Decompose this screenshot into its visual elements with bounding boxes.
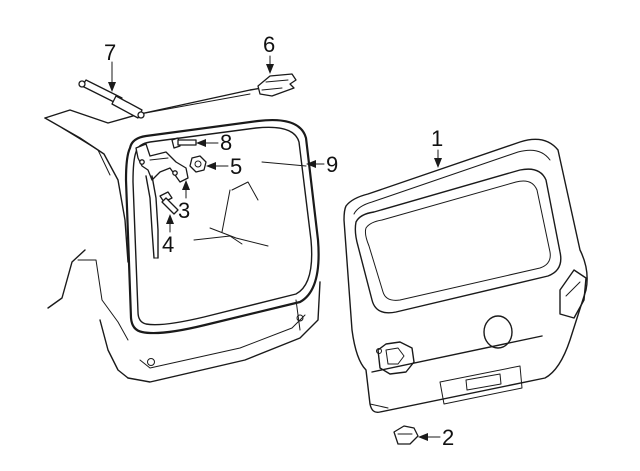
callout-1: 1: [431, 126, 443, 151]
callout-8: 8: [220, 130, 232, 155]
callout-4: 4: [162, 232, 174, 257]
callout-2: 2: [442, 425, 454, 450]
callout-3: 3: [178, 198, 190, 223]
leader-arrows: [108, 55, 442, 441]
callout-5: 5: [230, 154, 242, 179]
liftgate: [343, 138, 588, 414]
callout-7: 7: [104, 40, 116, 65]
vehicle-body: [44, 86, 321, 383]
callout-9: 9: [326, 152, 338, 177]
support-strut: [78, 79, 145, 119]
liftgate-nut: [393, 425, 419, 445]
hinge-nut: [189, 155, 207, 173]
callout-labels: 7 6 8 5 9 3 4 1 2: [104, 32, 454, 450]
hinge-bolt: [159, 191, 179, 215]
hinge: [135, 143, 189, 259]
strut-bolt: [171, 137, 197, 149]
callout-6: 6: [263, 32, 275, 57]
bracket: [257, 73, 297, 97]
